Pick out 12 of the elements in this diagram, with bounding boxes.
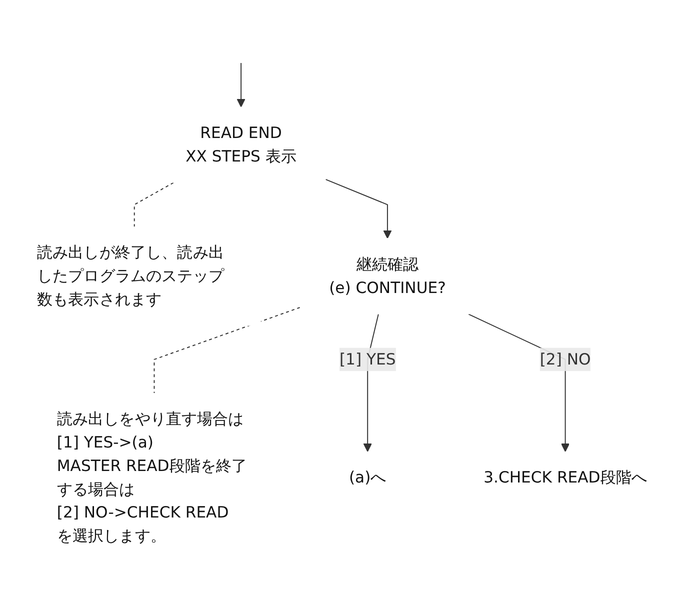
arrow (325, 179, 392, 239)
node-text: 読み出しをやり直す場合は [1] YES->(a) MASTER READ段階を終了する場合は [2] NO->CHECK READ を選択します。 (56, 410, 248, 546)
node-text: 読み出しが終了し、読み出したプログラムのステップ数も表示されます (37, 243, 224, 309)
edge-label: [2] NO (540, 350, 591, 369)
node-text: READ END XX STEPS 表示 (186, 124, 297, 166)
node-text: 継続確認 (e) CONTINUE? (329, 255, 446, 298)
connector (134, 182, 174, 228)
connector (154, 307, 300, 394)
arrow (236, 62, 246, 108)
edge-label: [1] YES (339, 350, 396, 369)
node-text: 3.CHECK READ段階へ (484, 468, 647, 487)
node-text: (a)へ (348, 468, 386, 487)
